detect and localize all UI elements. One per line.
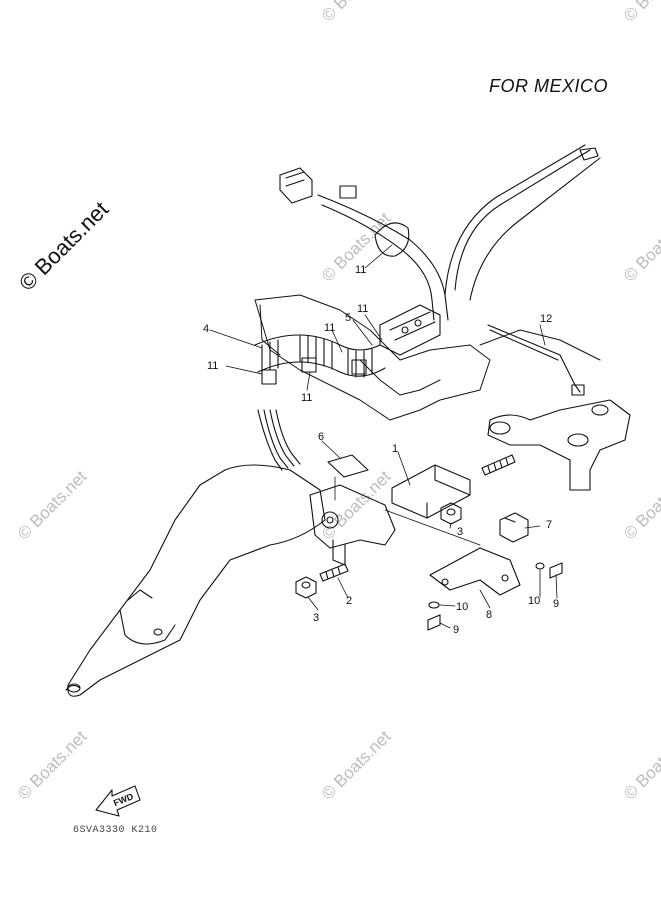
plate — [327, 454, 369, 478]
coupler-plug — [279, 167, 357, 204]
diagram-code: 6SVA3330 K210 — [73, 825, 158, 836]
nuts — [295, 502, 462, 599]
callout-12: 12 — [540, 313, 552, 325]
stud-bolt — [481, 454, 516, 476]
diagram-title: FOR MEXICO — [489, 76, 609, 96]
cable-bundle — [257, 409, 301, 471]
callout-2: 2 — [346, 595, 352, 607]
corrugated-tube — [254, 334, 386, 378]
callout-6: 6 — [318, 431, 324, 443]
fwd-arrow: FWD — [95, 785, 141, 817]
tiller-bracket — [309, 484, 396, 566]
tiller-handle — [65, 464, 326, 697]
clamps — [261, 222, 410, 385]
callout-3: 3 — [313, 612, 319, 624]
callout-5: 5 — [345, 312, 351, 324]
switch — [499, 512, 529, 543]
callout-11: 11 — [301, 392, 312, 404]
callout-9: 9 — [453, 624, 459, 636]
callout-3: 3 — [457, 526, 463, 538]
fasteners — [427, 562, 563, 631]
callout-11: 11 — [355, 264, 366, 276]
callout-9: 9 — [553, 598, 559, 610]
callout-11: 11 — [207, 360, 218, 372]
stop-switch-lead — [487, 324, 585, 396]
harness-wires — [317, 144, 601, 321]
steering-friction-bracket — [487, 399, 631, 491]
callouts: 11 4 5 11 11 11 11 12 6 1 3 7 2 3 8 10 1… — [203, 264, 559, 636]
mounting-plate — [429, 547, 521, 596]
leader-lines — [209, 244, 558, 629]
grommet — [379, 304, 441, 356]
callout-11: 11 — [324, 322, 335, 334]
callout-8: 8 — [486, 609, 492, 621]
callout-10: 10 — [528, 595, 540, 607]
bracket — [391, 464, 471, 519]
callout-4: 4 — [203, 323, 209, 335]
callout-10: 10 — [456, 601, 468, 613]
callout-11: 11 — [357, 303, 368, 315]
stud — [319, 563, 349, 582]
callout-1: 1 — [392, 443, 398, 455]
callout-7: 7 — [546, 519, 552, 531]
